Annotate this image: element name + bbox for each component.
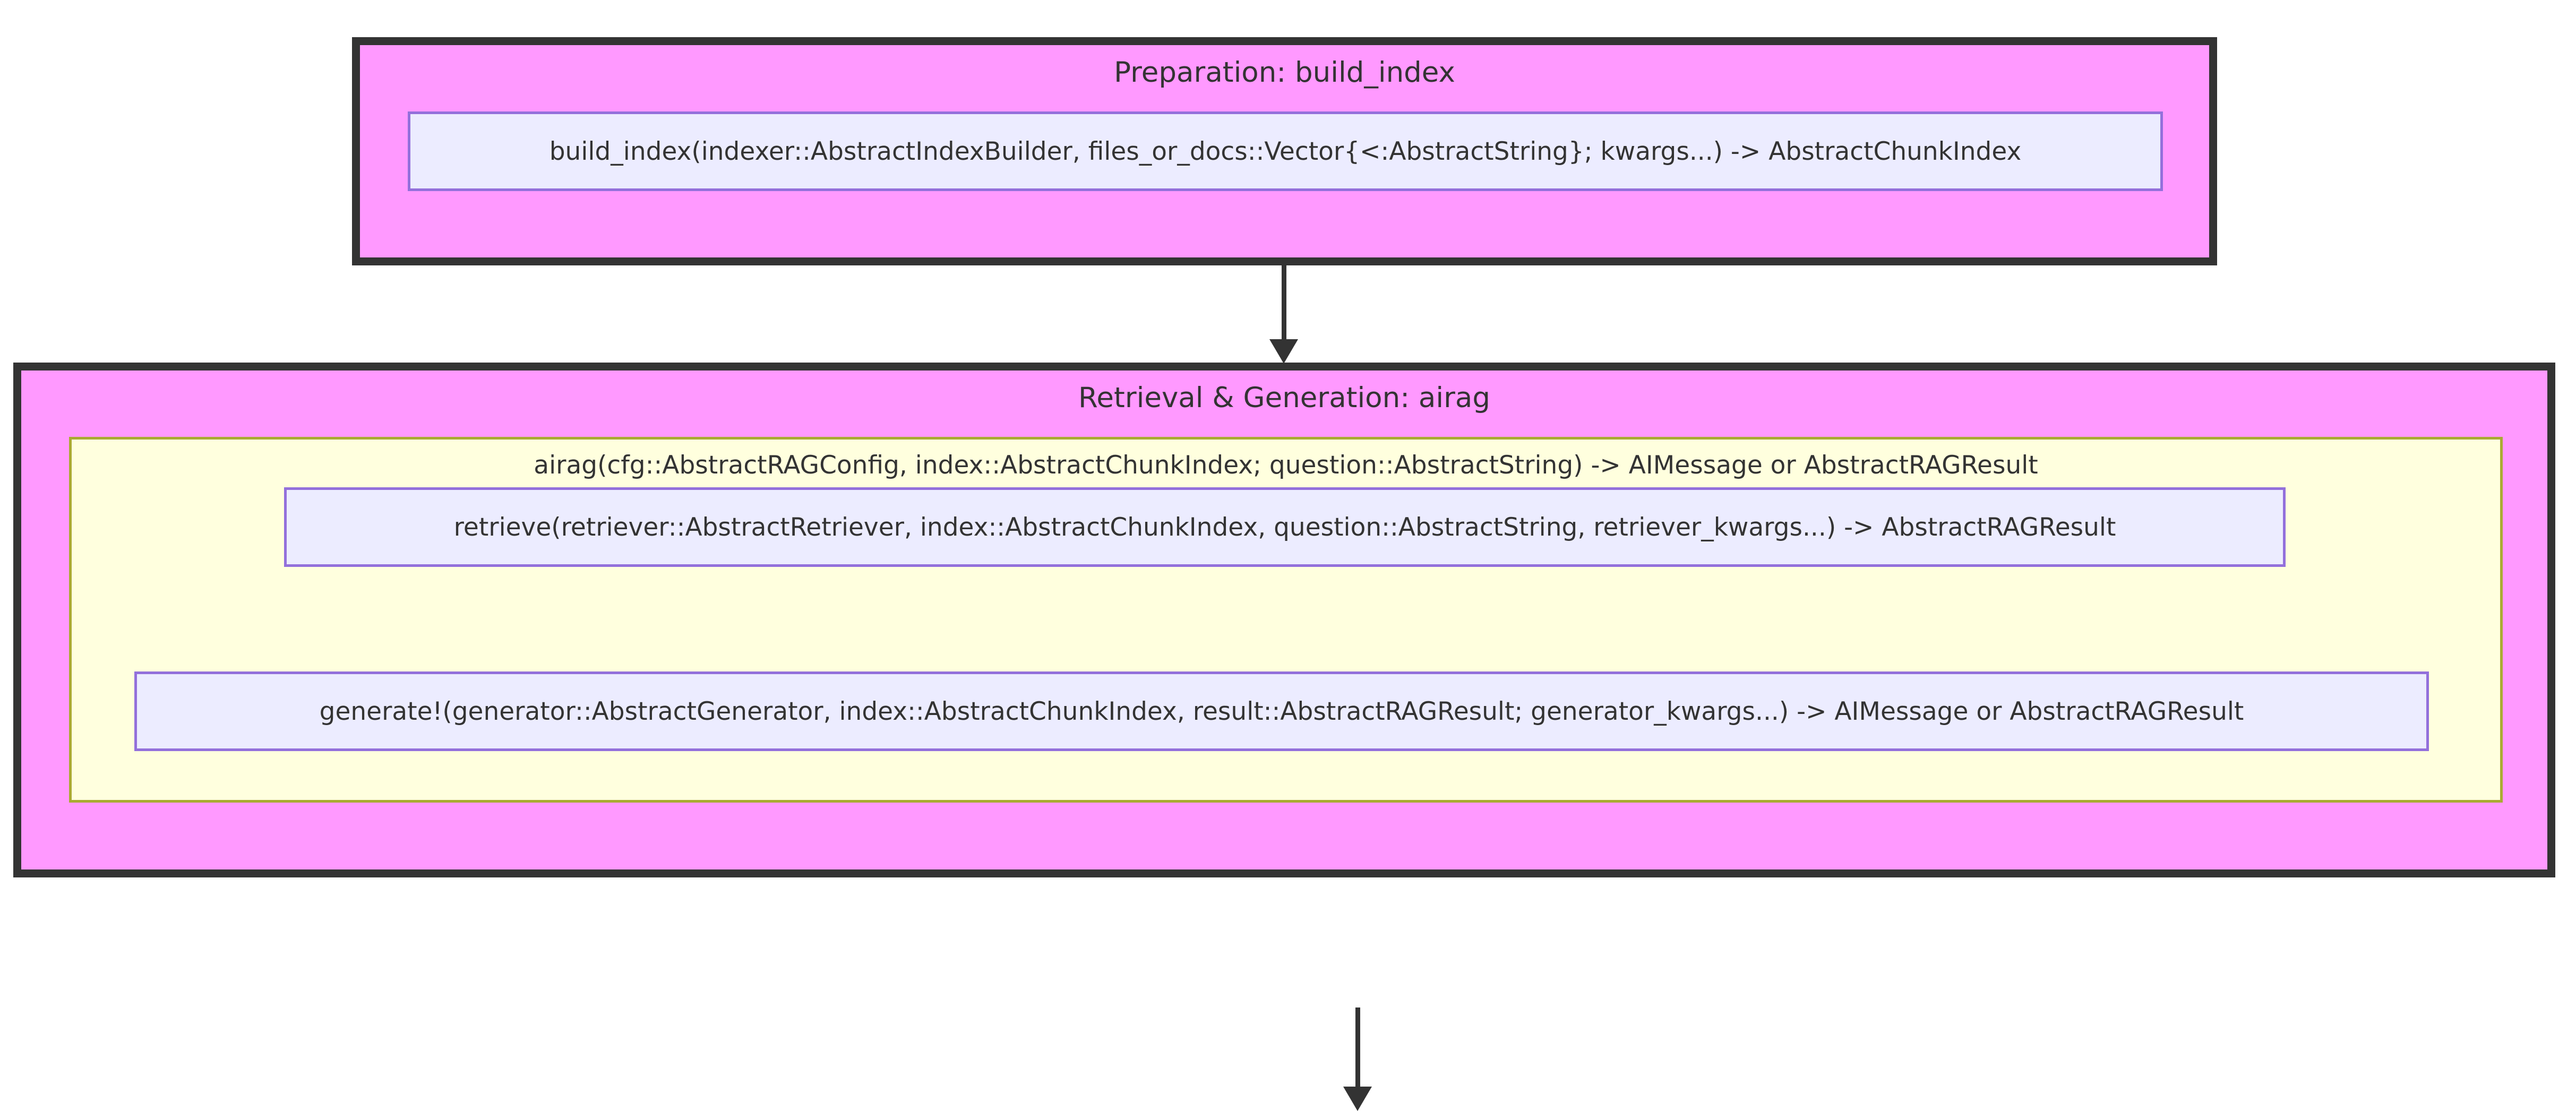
edge-line [1355,1007,1360,1087]
node-generate: generate!(generator::AbstractGenerator, … [134,671,2429,751]
arrowhead-down-icon [1269,339,1298,364]
node-generate-label: generate!(generator::AbstractGenerator, … [319,696,2244,726]
node-build-index-label: build_index(indexer::AbstractIndexBuilde… [549,136,2022,166]
subgraph-airag-cluster: airag(cfg::AbstractRAGConfig, index::Abs… [69,437,2503,1111]
node-retrieve-label: retrieve(retriever::AbstractRetriever, i… [453,512,2116,542]
node-retrieve: retrieve(retriever::AbstractRetriever, i… [284,487,2286,567]
edge-line [1281,265,1286,339]
flowchart-canvas: Preparation: build_index build_index(ind… [13,37,2555,1111]
edge-retrieve-to-generate [1342,1007,1373,1111]
subgraph-airag-cluster-title: airag(cfg::AbstractRAGConfig, index::Abs… [534,451,2038,480]
node-build-index: build_index(indexer::AbstractIndexBuilde… [408,111,2163,191]
edge-buildindex-to-airag [1268,265,1300,364]
subgraph-preparation-title: Preparation: build_index [1114,56,1455,89]
subgraph-preparation: Preparation: build_index build_index(ind… [352,37,2217,265]
arrowhead-down-icon [1343,1087,1372,1111]
subgraph-retrieval-generation: Retrieval & Generation: airag airag(cfg:… [13,363,2555,1111]
subgraph-retrieval-generation-title: Retrieval & Generation: airag [1078,382,1491,414]
